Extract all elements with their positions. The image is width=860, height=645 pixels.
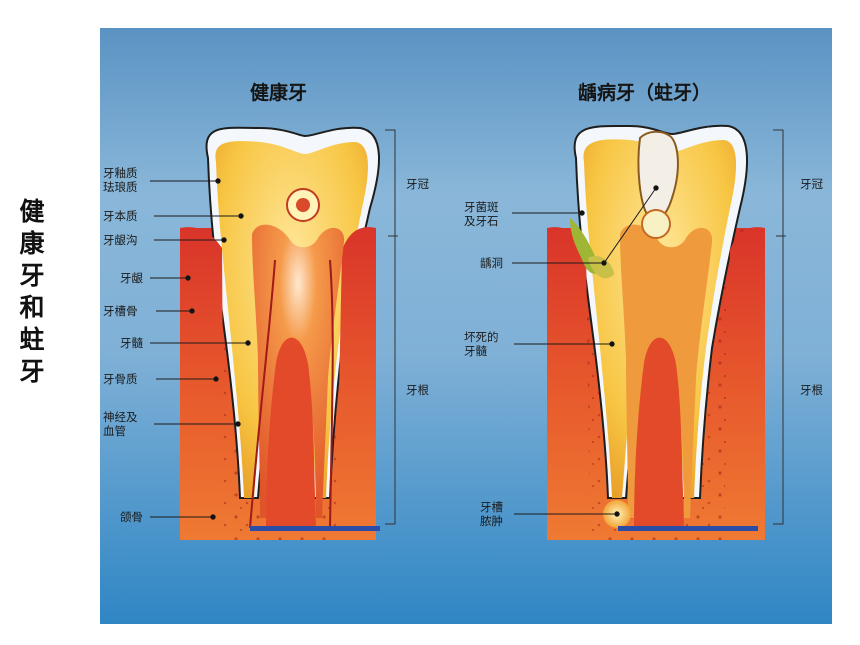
side-title: 健康牙和蛀牙 <box>19 197 45 386</box>
label-necrotic-pulp: 坏死的 牙髓 <box>464 330 499 358</box>
decayed-tooth-title: 龋病牙（蛀牙） <box>578 82 712 104</box>
healthy-leader-lines <box>150 178 251 520</box>
teeth-illustration <box>150 124 786 540</box>
label-alveolar-bone: 牙槽骨 <box>103 304 138 318</box>
label-cavity: 龋洞 <box>480 256 503 270</box>
label-plaque-tartar: 牙菌斑 及牙石 <box>464 200 499 228</box>
decayed-tooth <box>547 124 786 540</box>
label-jaw-bone: 颌骨 <box>120 510 143 524</box>
label-crown-healthy: 牙冠 <box>406 177 429 191</box>
healthy-tooth-title: 健康牙 <box>250 82 308 104</box>
healthy-tooth <box>180 126 398 540</box>
label-cementum: 牙骨质 <box>103 372 138 386</box>
label-root-healthy: 牙根 <box>406 383 429 397</box>
label-nerve-vessels: 神经及 血管 <box>103 410 138 438</box>
label-gum: 牙龈 <box>120 271 143 285</box>
decayed-leader-lines <box>512 185 659 517</box>
label-dentin: 牙本质 <box>103 209 138 223</box>
label-root-decayed: 牙根 <box>800 383 823 397</box>
diagram-panel: 健康牙 龋病牙（蛀牙） 牙釉质 珐琅质 牙本质 牙龈沟 牙龈 牙槽骨 牙髓 牙骨… <box>100 28 832 624</box>
label-crown-decayed: 牙冠 <box>800 177 823 191</box>
label-gingival-sulcus: 牙龈沟 <box>103 233 138 247</box>
label-enamel: 牙釉质 珐琅质 <box>103 166 138 194</box>
label-pulp: 牙髓 <box>120 336 143 350</box>
label-abscess: 牙槽 脓肿 <box>480 500 503 528</box>
